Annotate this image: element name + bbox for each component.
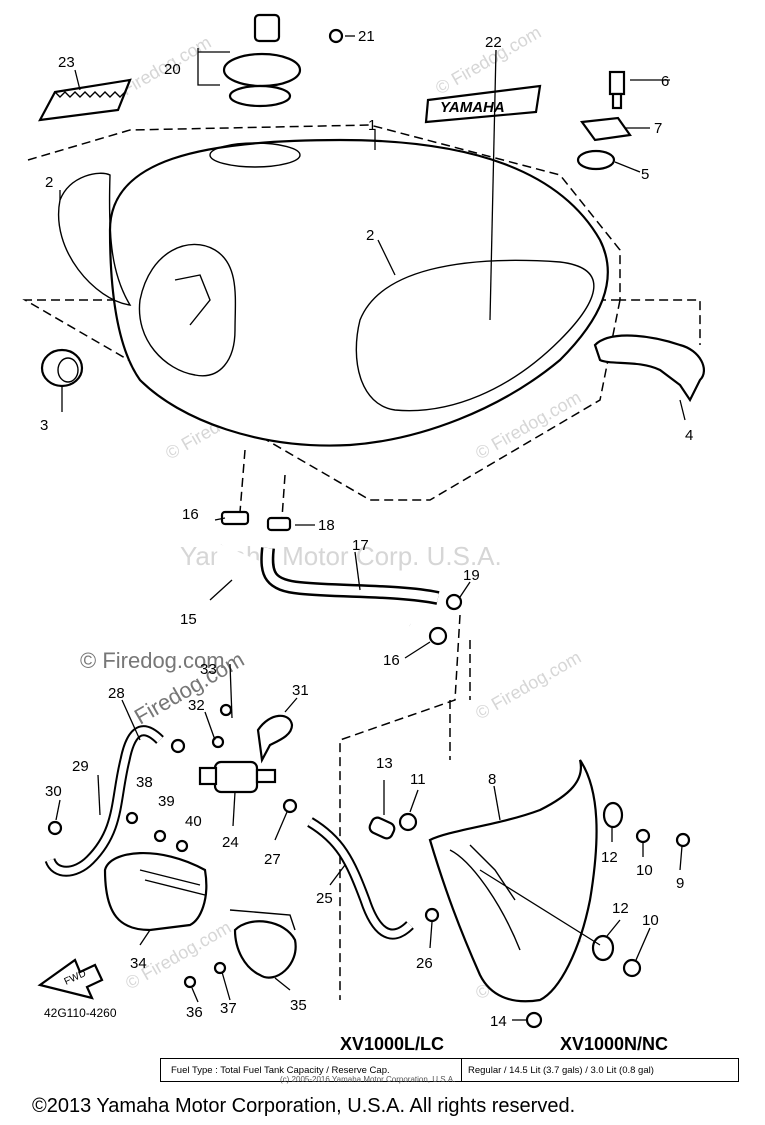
hoses bbox=[217, 510, 463, 646]
callout-29: 29 bbox=[72, 758, 89, 775]
callout-11: 11 bbox=[410, 771, 426, 788]
callout-8: 8 bbox=[488, 771, 496, 788]
callout-9: 9 bbox=[676, 875, 684, 892]
callout-32: 32 bbox=[188, 697, 205, 714]
fuel-table-left: Fuel Type : Total Fuel Tank Capacity / R… bbox=[171, 1064, 390, 1076]
callout-20: 20 bbox=[164, 61, 181, 78]
fuel-pump bbox=[103, 852, 297, 979]
callout-13: 13 bbox=[376, 755, 393, 772]
model-label-right: XV1000N/NC bbox=[560, 1034, 669, 1054]
tank-bracket bbox=[593, 334, 705, 403]
fwd-arrow: FWD bbox=[37, 958, 104, 1000]
callout-12: 12 bbox=[601, 849, 618, 866]
callout-31: 31 bbox=[292, 682, 309, 699]
callout-40: 40 bbox=[185, 813, 202, 830]
fuel-table-right: Regular / 14.5 Lit (3.7 gals) / 3.0 Lit … bbox=[461, 1059, 654, 1081]
watermark-firedog-dark: © Firedog.com bbox=[80, 648, 225, 673]
callout-39: 39 bbox=[158, 793, 175, 810]
fuel-tank bbox=[57, 138, 609, 447]
yamaha-emblem: YAMAHA bbox=[424, 84, 542, 124]
callout-7: 7 bbox=[654, 120, 662, 137]
copyright-footer: ©2013 Yamaha Motor Corporation, U.S.A. A… bbox=[32, 1095, 576, 1117]
small-hardware bbox=[47, 703, 298, 989]
callout-26: 26 bbox=[416, 955, 433, 972]
callout-34: 34 bbox=[130, 955, 147, 972]
callout-37: 37 bbox=[220, 1000, 237, 1017]
callout-33: 33 bbox=[200, 661, 217, 678]
decal-strip bbox=[38, 78, 132, 122]
callout-15: 15 bbox=[180, 611, 197, 628]
callout-14: 14 bbox=[490, 1013, 507, 1030]
callout-4: 4 bbox=[685, 427, 693, 444]
callout-10: 10 bbox=[636, 862, 653, 879]
model-label-left: XV1000L/LC bbox=[340, 1034, 445, 1054]
bolt-21 bbox=[328, 28, 344, 44]
callout-5: 5 bbox=[641, 166, 649, 183]
grommet-3 bbox=[40, 348, 84, 388]
callout-10: 10 bbox=[642, 912, 659, 929]
fuel-filter bbox=[198, 760, 277, 794]
mount-hardware bbox=[576, 70, 632, 171]
diagram-reference-code: 42G110-4260 bbox=[44, 1006, 117, 1020]
watermark-firedog: © Firedog.com bbox=[472, 647, 584, 723]
callout-labels: 1 2 2 3 4 5 6 7 8 9 10 10 11 12 12 13 14… bbox=[40, 28, 693, 1030]
callout-22: 22 bbox=[485, 34, 502, 51]
side-cover bbox=[428, 759, 598, 1003]
fuel-capacity-table: Fuel Type : Total Fuel Tank Capacity / R… bbox=[160, 1058, 739, 1082]
small-copyright: (c) 2005-2016 Yamaha Motor Corporation, … bbox=[280, 1075, 456, 1084]
fuel-lines-lower bbox=[44, 725, 414, 940]
callout-2: 2 bbox=[366, 227, 374, 244]
callout-17: 17 bbox=[352, 537, 369, 554]
callout-28: 28 bbox=[108, 685, 125, 702]
emblem-text: YAMAHA bbox=[440, 99, 505, 116]
callout-6: 6 bbox=[661, 73, 669, 90]
callout-16: 16 bbox=[383, 652, 400, 669]
callout-38: 38 bbox=[136, 774, 153, 791]
callout-25: 25 bbox=[316, 890, 333, 907]
callout-18: 18 bbox=[318, 517, 335, 534]
callout-23: 23 bbox=[58, 54, 75, 71]
callout-3: 3 bbox=[40, 417, 48, 434]
side-cover-hardware bbox=[368, 801, 691, 1029]
callout-35: 35 bbox=[290, 997, 307, 1014]
callout-36: 36 bbox=[186, 1004, 203, 1021]
callout-1: 1 bbox=[368, 117, 376, 134]
fuel-cap bbox=[222, 13, 302, 108]
callout-19: 19 bbox=[463, 567, 480, 584]
callout-2: 2 bbox=[45, 174, 53, 191]
callout-27: 27 bbox=[264, 851, 281, 868]
callout-30: 30 bbox=[45, 783, 62, 800]
callout-21: 21 bbox=[358, 28, 375, 45]
hose-routing-lines bbox=[239, 449, 471, 1000]
callout-12: 12 bbox=[612, 900, 629, 917]
leader-lines bbox=[55, 35, 686, 1021]
callout-24: 24 bbox=[222, 834, 239, 851]
callout-16: 16 bbox=[182, 506, 199, 523]
